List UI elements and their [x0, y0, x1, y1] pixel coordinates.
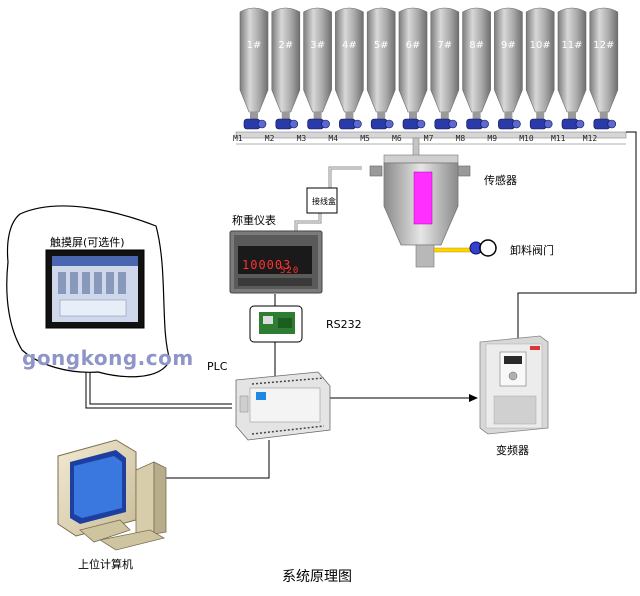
rs232-module	[249, 305, 303, 343]
host-computer-label: 上位计算机	[78, 558, 133, 571]
silo	[430, 7, 460, 120]
silo-number-label: 3#	[310, 40, 325, 51]
silo	[239, 7, 269, 120]
conveyor	[235, 131, 627, 165]
rs232-label: RS232	[326, 318, 362, 331]
connection-lines	[85, 131, 637, 479]
vfd-to-motors-line	[517, 131, 637, 340]
motor-label: M7	[423, 134, 434, 143]
weighing-instrument	[229, 230, 323, 294]
silo	[494, 7, 523, 120]
motor-label: M2	[264, 134, 275, 143]
silo-number-label: 1#	[246, 40, 262, 51]
silo	[303, 7, 332, 120]
motor-icon	[370, 118, 394, 130]
motor-label: M5	[360, 134, 370, 143]
silo	[271, 7, 301, 120]
vfd-unit	[479, 335, 549, 435]
silo-number-label: 10#	[529, 40, 551, 51]
motor-icon	[529, 118, 553, 130]
motor-icon	[402, 118, 426, 130]
silo-number-label: 7#	[437, 40, 453, 51]
motor-icon	[243, 118, 267, 130]
silo	[398, 7, 428, 120]
motor-label: M6	[392, 134, 402, 143]
motor-icon	[339, 118, 362, 130]
sensor-label: 传感器	[484, 174, 517, 187]
motor-icon	[593, 118, 617, 130]
silo	[557, 7, 587, 120]
silo	[589, 7, 619, 120]
instrument-display: 100003	[242, 258, 292, 272]
vfd-label: 变频器	[496, 444, 529, 457]
silo-number-label: 5#	[373, 40, 389, 51]
watermark: gongkong.com	[22, 346, 194, 370]
host-computer	[57, 439, 167, 551]
touch-screen-area	[6, 205, 171, 378]
motor-label: M3	[296, 134, 307, 143]
silo	[366, 7, 396, 120]
silo-number-label: 9#	[501, 40, 516, 51]
motor-label: M8	[455, 134, 466, 143]
discharge-valve-label: 卸料阀门	[510, 244, 554, 257]
diagram-caption: 系统原理图	[282, 569, 352, 585]
silo-number-label: 4#	[342, 40, 357, 51]
motor-icon	[498, 118, 521, 130]
silo-number-label: 8#	[469, 40, 484, 51]
silo	[462, 7, 491, 120]
plc-label: PLC	[207, 360, 228, 373]
junction-box	[306, 187, 338, 214]
weighing-instrument-label: 称重仪表	[232, 214, 276, 227]
silo-row	[239, 7, 619, 130]
motor-icon	[466, 118, 489, 130]
motor-label: M12	[582, 134, 598, 143]
motor-label: M1	[233, 134, 243, 143]
motor-label: M9	[487, 134, 498, 143]
touch-screen-label: 触摸屏(可选件)	[50, 236, 125, 249]
motor-label: M10	[519, 134, 534, 143]
instrument-display-secondary: 520	[280, 266, 300, 276]
plc-unit	[235, 371, 331, 441]
silo-number-label: 6#	[405, 40, 421, 51]
silo-number-label: 11#	[561, 40, 583, 51]
plc-to-vfd-arrowhead	[469, 394, 478, 402]
plc-to-computer-line	[160, 440, 270, 479]
silo-number-label: 2#	[278, 40, 294, 51]
weigh-hopper	[369, 154, 497, 268]
motor-icon	[307, 118, 330, 130]
motor-label: M4	[328, 134, 339, 143]
material-level-bar	[413, 171, 433, 225]
motor-icon	[561, 118, 585, 130]
motor-icon	[434, 118, 458, 130]
motor-label: M11	[551, 134, 566, 143]
junction-box-label: 接线盒	[312, 197, 336, 206]
silo-number-label: 12#	[593, 40, 615, 51]
silo	[335, 7, 364, 120]
motor-icon	[275, 118, 299, 130]
silo	[525, 7, 555, 120]
